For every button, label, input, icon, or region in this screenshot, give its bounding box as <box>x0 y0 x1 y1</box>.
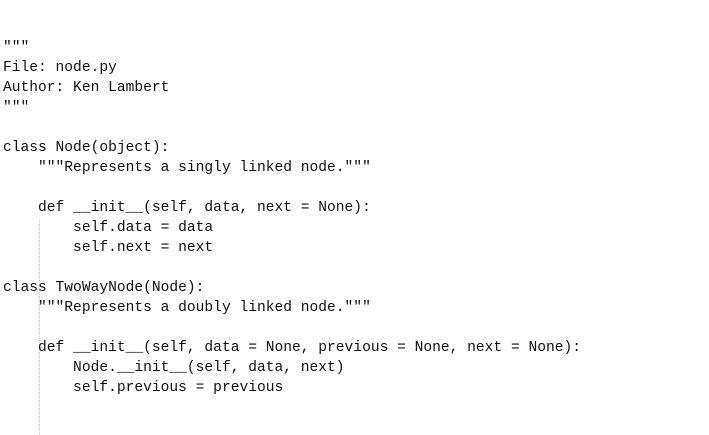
code-line <box>0 318 709 338</box>
code-line: class Node(object): <box>3 140 170 156</box>
code-line: self.next = next <box>3 240 214 256</box>
code-line: File: node.py <box>3 60 117 76</box>
code-line: """Represents a singly linked node.""" <box>3 160 371 176</box>
code-line: def __init__(self, data = None, previous… <box>3 340 582 356</box>
code-line: class TwoWayNode(Node): <box>3 280 205 296</box>
code-line: Node.__init__(self, data, next) <box>3 360 345 376</box>
code-line <box>0 258 709 278</box>
code-line: """ <box>3 40 30 56</box>
code-line: def __init__(self, data, next = None): <box>3 200 371 216</box>
code-line: Author: Ken Lambert <box>3 80 170 96</box>
code-line: """Represents a doubly linked node.""" <box>3 300 371 316</box>
code-line: """ <box>3 100 30 116</box>
code-line: self.data = data <box>3 220 214 236</box>
code-line: self.previous = previous <box>3 380 284 396</box>
code-line <box>0 178 709 198</box>
code-line <box>0 118 709 138</box>
